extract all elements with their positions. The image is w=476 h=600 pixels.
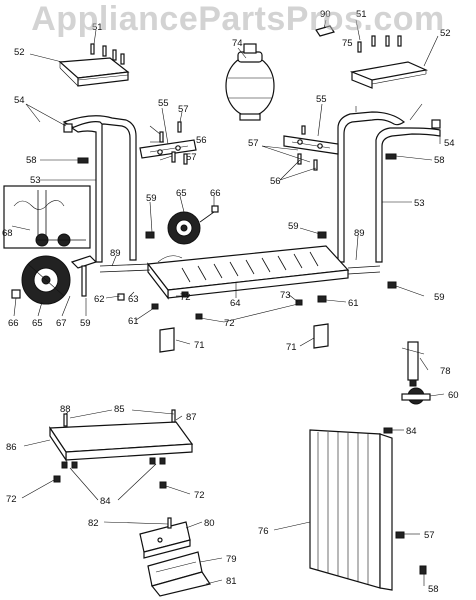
right-bracket-bolts bbox=[297, 125, 318, 171]
callout-82: 82 bbox=[88, 518, 99, 529]
callout-57: 57 bbox=[178, 104, 189, 115]
callout-54: 54 bbox=[14, 95, 25, 106]
callout-67: 67 bbox=[56, 318, 67, 329]
callout-76: 76 bbox=[258, 526, 269, 537]
right-leg-frame bbox=[337, 111, 441, 263]
callout-53: 53 bbox=[414, 198, 425, 209]
caster-detail-inset bbox=[3, 185, 91, 249]
right-shelf-bracket bbox=[349, 61, 429, 89]
callout-52: 52 bbox=[14, 47, 25, 58]
callout-55: 55 bbox=[158, 98, 169, 109]
callout-72: 72 bbox=[194, 490, 205, 501]
callout-65: 65 bbox=[32, 318, 43, 329]
callout-51: 51 bbox=[356, 9, 367, 20]
callout-54: 54 bbox=[444, 138, 455, 149]
shelf-slots bbox=[181, 251, 319, 283]
callout-56: 56 bbox=[270, 176, 281, 187]
left-small-nut bbox=[77, 157, 89, 164]
callout-73: 73 bbox=[280, 290, 291, 301]
callout-78: 78 bbox=[440, 366, 451, 377]
callout-89: 89 bbox=[110, 248, 121, 259]
callout-66: 66 bbox=[210, 188, 221, 199]
leader-lines bbox=[11, 19, 445, 586]
callout-52: 52 bbox=[440, 28, 451, 39]
callout-84: 84 bbox=[100, 496, 111, 507]
left-bracket-bolts bbox=[159, 121, 188, 165]
callout-86: 86 bbox=[6, 442, 17, 453]
left-shelf-screws bbox=[90, 43, 125, 65]
bracket-screw bbox=[167, 517, 172, 529]
lower-wheel-axle-bolt bbox=[11, 289, 21, 299]
right-shelf-screws bbox=[357, 35, 402, 53]
callout-65: 65 bbox=[176, 188, 187, 199]
callout-59: 59 bbox=[146, 193, 157, 204]
callout-57: 57 bbox=[424, 530, 435, 541]
callout-87: 87 bbox=[186, 412, 197, 423]
callout-66: 66 bbox=[8, 318, 19, 329]
right-leg-bracket bbox=[283, 135, 339, 155]
callout-60: 60 bbox=[448, 390, 459, 401]
upper-wheel bbox=[167, 211, 201, 245]
callout-59: 59 bbox=[80, 318, 91, 329]
callout-74: 74 bbox=[232, 38, 243, 49]
callout-61: 61 bbox=[348, 298, 359, 309]
callout-58: 58 bbox=[434, 155, 445, 166]
callout-59: 59 bbox=[434, 292, 445, 303]
left-corner-bracket bbox=[159, 327, 175, 353]
callout-88: 88 bbox=[60, 404, 71, 415]
callout-61: 61 bbox=[128, 316, 139, 327]
cross-rail bbox=[99, 263, 381, 275]
hinge-mount bbox=[147, 551, 211, 597]
callout-71: 71 bbox=[194, 340, 205, 351]
left-leg-bracket bbox=[139, 139, 197, 159]
callout-72: 72 bbox=[180, 292, 191, 303]
callout-75: 75 bbox=[342, 38, 353, 49]
callout-58: 58 bbox=[428, 584, 439, 595]
callout-84: 84 bbox=[406, 426, 417, 437]
cabinet-door-panel bbox=[309, 427, 427, 591]
tank-valve-part bbox=[315, 25, 335, 37]
callout-64: 64 bbox=[230, 298, 241, 309]
right-small-nut bbox=[385, 153, 397, 160]
upper-wheel-axle-bolt bbox=[199, 205, 219, 223]
axle-bracket bbox=[70, 255, 98, 297]
callout-72: 72 bbox=[224, 318, 235, 329]
hinge-bracket bbox=[139, 521, 191, 559]
lower-wheel bbox=[21, 255, 71, 305]
callout-labels: 90 51 75 52 52 51 74 54 54 55 55 57 57 5… bbox=[2, 9, 459, 595]
callout-57: 57 bbox=[248, 138, 259, 149]
callout-55: 55 bbox=[316, 94, 327, 105]
callout-71: 71 bbox=[286, 342, 297, 353]
callout-89: 89 bbox=[354, 228, 365, 239]
callout-90: 90 bbox=[320, 9, 331, 20]
callout-51: 51 bbox=[92, 22, 103, 33]
callout-57: 57 bbox=[186, 152, 197, 163]
shelf-hardware bbox=[117, 231, 397, 320]
callout-56: 56 bbox=[196, 135, 207, 146]
left-shelf-bracket bbox=[58, 57, 130, 87]
caster-assembly bbox=[401, 341, 431, 405]
propane-tank bbox=[225, 43, 275, 121]
callout-68: 68 bbox=[2, 228, 13, 239]
callout-53: 53 bbox=[30, 175, 41, 186]
bottom-grate-shelf bbox=[146, 245, 350, 300]
callout-62: 62 bbox=[94, 294, 105, 305]
callout-59: 59 bbox=[288, 221, 299, 232]
side-shelf bbox=[48, 409, 194, 489]
right-corner-bracket bbox=[313, 323, 329, 349]
callout-58: 58 bbox=[26, 155, 37, 166]
left-leg-frame bbox=[62, 115, 137, 263]
callout-85: 85 bbox=[114, 404, 125, 415]
callout-72: 72 bbox=[6, 494, 17, 505]
callout-63: 63 bbox=[128, 294, 139, 305]
callout-79: 79 bbox=[226, 554, 237, 565]
callout-81: 81 bbox=[226, 576, 237, 587]
callout-80: 80 bbox=[204, 518, 215, 529]
